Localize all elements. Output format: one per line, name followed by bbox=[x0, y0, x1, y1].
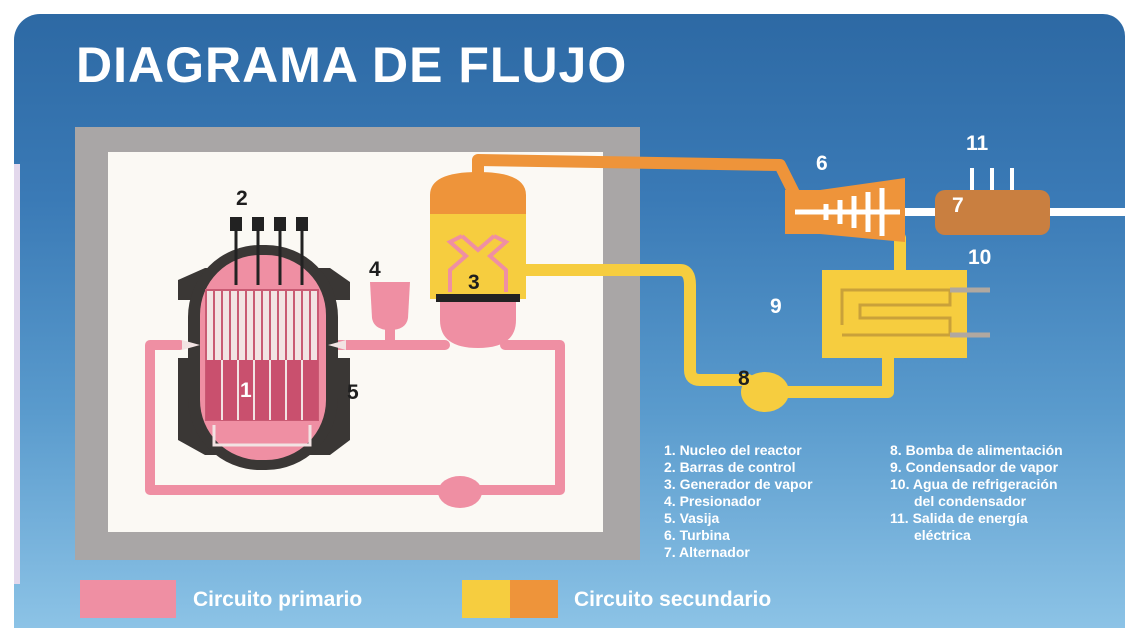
primary-circuit-swatch bbox=[80, 580, 176, 618]
primary-circuit-label: Circuito primario bbox=[193, 588, 363, 611]
turbine bbox=[785, 178, 905, 242]
secondary-circuit-label: Circuito secundario bbox=[574, 588, 772, 611]
legend-item: 4. Presionador bbox=[664, 493, 762, 509]
legend-item: 1. Nucleo del reactor bbox=[664, 442, 802, 458]
label-steam-generator: 3 bbox=[468, 271, 480, 294]
diagram-title: DIAGRAMA DE FLUJO bbox=[76, 37, 628, 93]
label-turbine: 6 bbox=[816, 152, 828, 175]
label-vessel: 5 bbox=[347, 381, 359, 404]
reactor-core bbox=[206, 360, 318, 420]
steam-generator-tubes bbox=[446, 234, 510, 292]
legend-item: 5. Vasija bbox=[664, 510, 720, 526]
label-feed-pump: 8 bbox=[738, 367, 750, 390]
legend-item: 11. Salida de energía bbox=[890, 510, 1028, 526]
legend-item: 9. Condensador de vapor bbox=[890, 459, 1059, 475]
primary-loop-right-pipe bbox=[475, 340, 565, 495]
condenser-body bbox=[822, 270, 967, 358]
control-rod-heads bbox=[230, 217, 308, 231]
label-alternator: 7 bbox=[952, 194, 964, 217]
feed-pump bbox=[741, 372, 789, 412]
vessel-inlet-left bbox=[182, 340, 200, 350]
turbine-blades bbox=[795, 188, 900, 236]
secondary-circuit-swatch-yellow bbox=[462, 580, 510, 618]
legend-item: eléctrica bbox=[914, 527, 971, 543]
label-condenser: 9 bbox=[770, 295, 782, 318]
pressurizer bbox=[370, 282, 410, 330]
secondary-circuit-pipes bbox=[472, 154, 1125, 398]
secondary-circuit-swatch-orange bbox=[510, 580, 558, 618]
legend-right-column: 8. Bomba de alimentación 9. Condensador … bbox=[890, 442, 1063, 544]
control-rods bbox=[234, 225, 304, 285]
legend-left-column: 1. Nucleo del reactor 2. Barras de contr… bbox=[664, 442, 813, 561]
steam-generator-plenum bbox=[440, 298, 516, 348]
core-support bbox=[212, 425, 312, 447]
primary-pump bbox=[438, 476, 482, 508]
legend-item: 10. Agua de refrigeración bbox=[890, 476, 1058, 492]
label-pressurizer: 4 bbox=[369, 258, 381, 281]
steam-generator-dome bbox=[430, 172, 526, 215]
label-power-output: 11 bbox=[966, 132, 989, 155]
legend-item: 8. Bomba de alimentación bbox=[890, 442, 1063, 458]
legend-item: 2. Barras de control bbox=[664, 459, 796, 475]
legend-item: 6. Turbina bbox=[664, 527, 730, 543]
label-cooling-water: 10 bbox=[968, 246, 991, 269]
label-control-rods: 2 bbox=[236, 187, 248, 210]
legend-item: del condensador bbox=[914, 493, 1027, 509]
condenser-coil bbox=[840, 288, 952, 337]
tube-sheet bbox=[436, 294, 520, 302]
primary-loop-left-pipe bbox=[145, 340, 445, 495]
left-edge-strip bbox=[14, 164, 20, 584]
fuel-rods bbox=[221, 360, 303, 420]
legend-item: 7. Alternador bbox=[664, 544, 750, 560]
power-output-terminals bbox=[970, 168, 1014, 190]
steam-generator-body bbox=[430, 214, 526, 299]
condensate-pipe bbox=[509, 264, 754, 386]
steam-pipe bbox=[472, 154, 801, 201]
condenser bbox=[822, 270, 990, 358]
pump-return-pipe bbox=[774, 349, 894, 398]
legend-item: 3. Generador de vapor bbox=[664, 476, 813, 492]
alternator bbox=[935, 190, 1050, 235]
label-reactor-core: 1 bbox=[240, 379, 252, 402]
steam-generator bbox=[430, 172, 526, 348]
vessel-inlet-right bbox=[328, 340, 346, 350]
reactor-vessel bbox=[178, 245, 350, 470]
